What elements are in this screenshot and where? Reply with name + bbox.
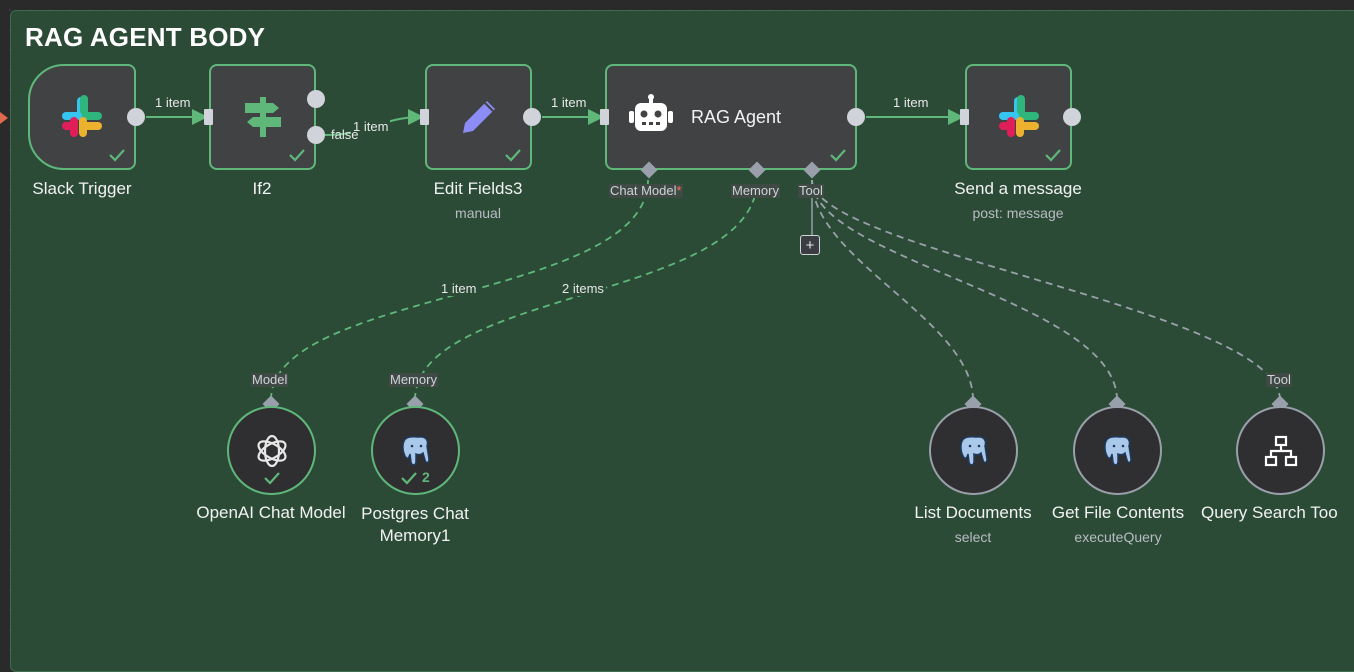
pencil-icon: [462, 101, 495, 133]
success-check-icon: [109, 149, 125, 162]
edge-label: 1 item: [891, 95, 931, 110]
slack-icon: [998, 95, 1039, 137]
node-label: Slack Trigger: [32, 179, 132, 198]
signpost-icon: [244, 97, 281, 137]
memory-port-label: Memory: [389, 372, 438, 387]
node-edit-fields3[interactable]: [425, 64, 532, 170]
success-check-icon: [1045, 149, 1061, 162]
postgres-icon: [1103, 435, 1132, 466]
input-port[interactable]: [960, 109, 969, 125]
openai-icon: [256, 434, 287, 467]
false-output-port[interactable]: [307, 126, 325, 144]
model-port-label: Model: [251, 372, 289, 387]
node-label: If2: [252, 179, 272, 198]
node-label: Get File Contents: [1051, 503, 1185, 522]
node-label: OpenAI Chat Model: [196, 503, 346, 522]
memory-port-label: Memory: [731, 183, 780, 198]
node-list-documents[interactable]: [929, 406, 1018, 495]
sitemap-icon: [1264, 435, 1297, 466]
node-label: Query Search Too: [1201, 503, 1338, 522]
slack-icon: [62, 95, 102, 137]
node-if2[interactable]: [209, 64, 316, 170]
chat-model-port-label: Chat Model*: [609, 183, 683, 198]
edge-label: 1 item: [351, 119, 391, 134]
false-branch-label: false: [331, 127, 359, 142]
node-sublabel: select: [954, 529, 992, 545]
node-sublabel: executeQuery: [1074, 529, 1162, 545]
incoming-connection-arrow: [0, 112, 8, 124]
output-port[interactable]: [1063, 108, 1081, 126]
node-rag-agent[interactable]: RAG Agent: [605, 64, 857, 170]
success-check-icon: [400, 472, 417, 485]
node-sublabel: post: message: [972, 205, 1064, 221]
edge-label: 1 item: [153, 95, 193, 110]
edge-tool-query: [811, 179, 1281, 401]
node-send-message[interactable]: [965, 64, 1072, 170]
success-check-icon: [830, 149, 846, 162]
tool-port-label: Tool: [1266, 372, 1292, 387]
node-postgres-chat-memory1[interactable]: 2: [371, 406, 460, 495]
input-port[interactable]: [204, 109, 213, 125]
edge-label: 1 item: [549, 95, 589, 110]
add-tool-button[interactable]: +: [800, 235, 820, 255]
input-port[interactable]: [420, 109, 429, 125]
robot-icon: [629, 94, 673, 131]
output-port[interactable]: [847, 108, 865, 126]
node-label: Postgres Chat Memory1: [361, 504, 469, 545]
node-label: Send a message: [954, 179, 1082, 198]
node-label: List Documents: [914, 503, 1032, 522]
edge-label: 1 item: [439, 281, 479, 296]
node-sublabel: manual: [455, 205, 501, 221]
success-check-icon: [263, 472, 280, 485]
postgres-icon: [959, 435, 988, 466]
node-slack-trigger[interactable]: [28, 64, 136, 170]
node-openai-chat-model[interactable]: [227, 406, 316, 495]
node-title: RAG Agent: [691, 106, 782, 127]
node-query-search-tool[interactable]: [1236, 406, 1325, 495]
true-output-port[interactable]: [307, 90, 325, 108]
run-count-badge: 2: [422, 469, 430, 485]
postgres-icon: [401, 435, 430, 466]
output-port[interactable]: [523, 108, 541, 126]
input-port[interactable]: [600, 109, 609, 125]
edge-tool-get: [811, 179, 1118, 401]
node-get-file-contents[interactable]: [1073, 406, 1162, 495]
output-port[interactable]: [127, 108, 145, 126]
success-check-icon: [289, 149, 305, 162]
node-label: Edit Fields3: [433, 179, 523, 198]
edge-label: 2 items: [560, 281, 606, 296]
tool-port-label: Tool: [798, 183, 824, 198]
sticky-title: RAG AGENT BODY: [25, 22, 266, 52]
success-check-icon: [505, 149, 521, 162]
